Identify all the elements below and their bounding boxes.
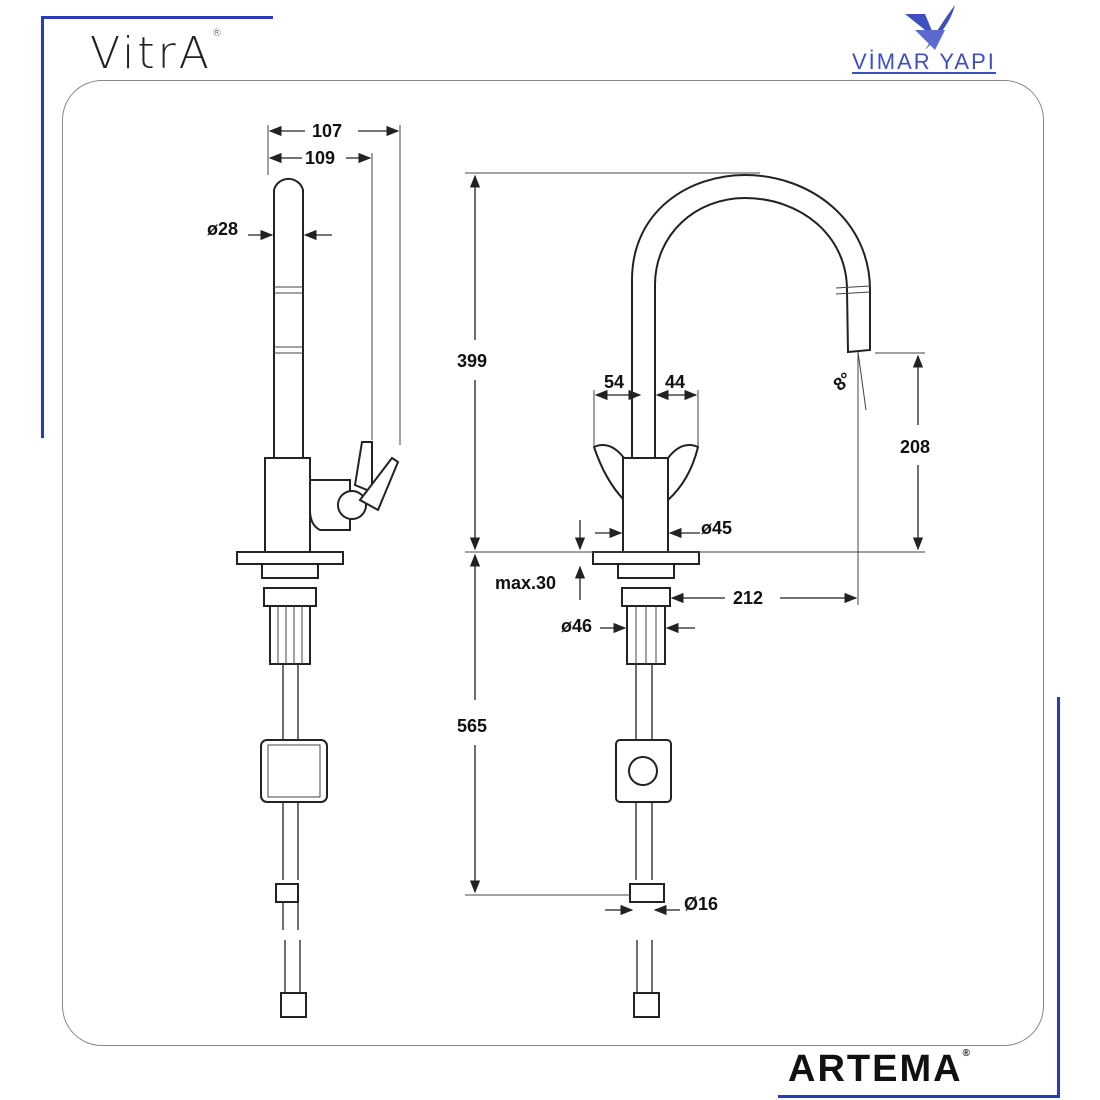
registered-mark: ® xyxy=(962,1048,972,1059)
vitra-logo: VitrA® xyxy=(90,28,225,79)
artema-logo-text: ARTEMA xyxy=(788,1048,963,1090)
dim-angle: 8° xyxy=(829,368,855,394)
faucet-front-view: 399 54 44 8° 208 ø45 max.30 212 ø46 565 … xyxy=(457,172,930,1018)
dim-109: 109 xyxy=(305,148,335,168)
dim-54: 54 xyxy=(604,372,624,392)
faucet-side-view: 107 109 ø28 xyxy=(207,121,401,1018)
dim-hose-diameter: Ø16 xyxy=(684,894,718,914)
vitra-logo-text: VitrA xyxy=(90,28,212,79)
dim-565: 565 xyxy=(457,716,487,736)
dim-spout-diameter: ø28 xyxy=(207,219,238,239)
vimar-logo: VİMAR YAPI xyxy=(852,49,996,74)
dim-208: 208 xyxy=(900,437,930,457)
dim-44: 44 xyxy=(665,372,685,392)
vimar-emblem-icon xyxy=(905,5,955,50)
dim-shank-diameter: ø46 xyxy=(561,616,592,636)
brand-bracket-top-h xyxy=(41,16,273,19)
dim-399: 399 xyxy=(457,351,487,371)
brand-bracket-bottom-h xyxy=(778,1095,1060,1098)
artema-logo: ARTEMA® xyxy=(788,1048,972,1091)
dim-212: 212 xyxy=(733,588,763,608)
dim-max-30: max.30 xyxy=(495,573,556,593)
dim-body-diameter: ø45 xyxy=(701,518,732,538)
drawing-panel xyxy=(62,80,1044,1046)
brand-bracket-top-v xyxy=(41,16,44,438)
brand-bracket-bottom-v xyxy=(1057,697,1060,1098)
registered-mark: ® xyxy=(211,28,225,39)
dim-107: 107 xyxy=(312,121,342,141)
